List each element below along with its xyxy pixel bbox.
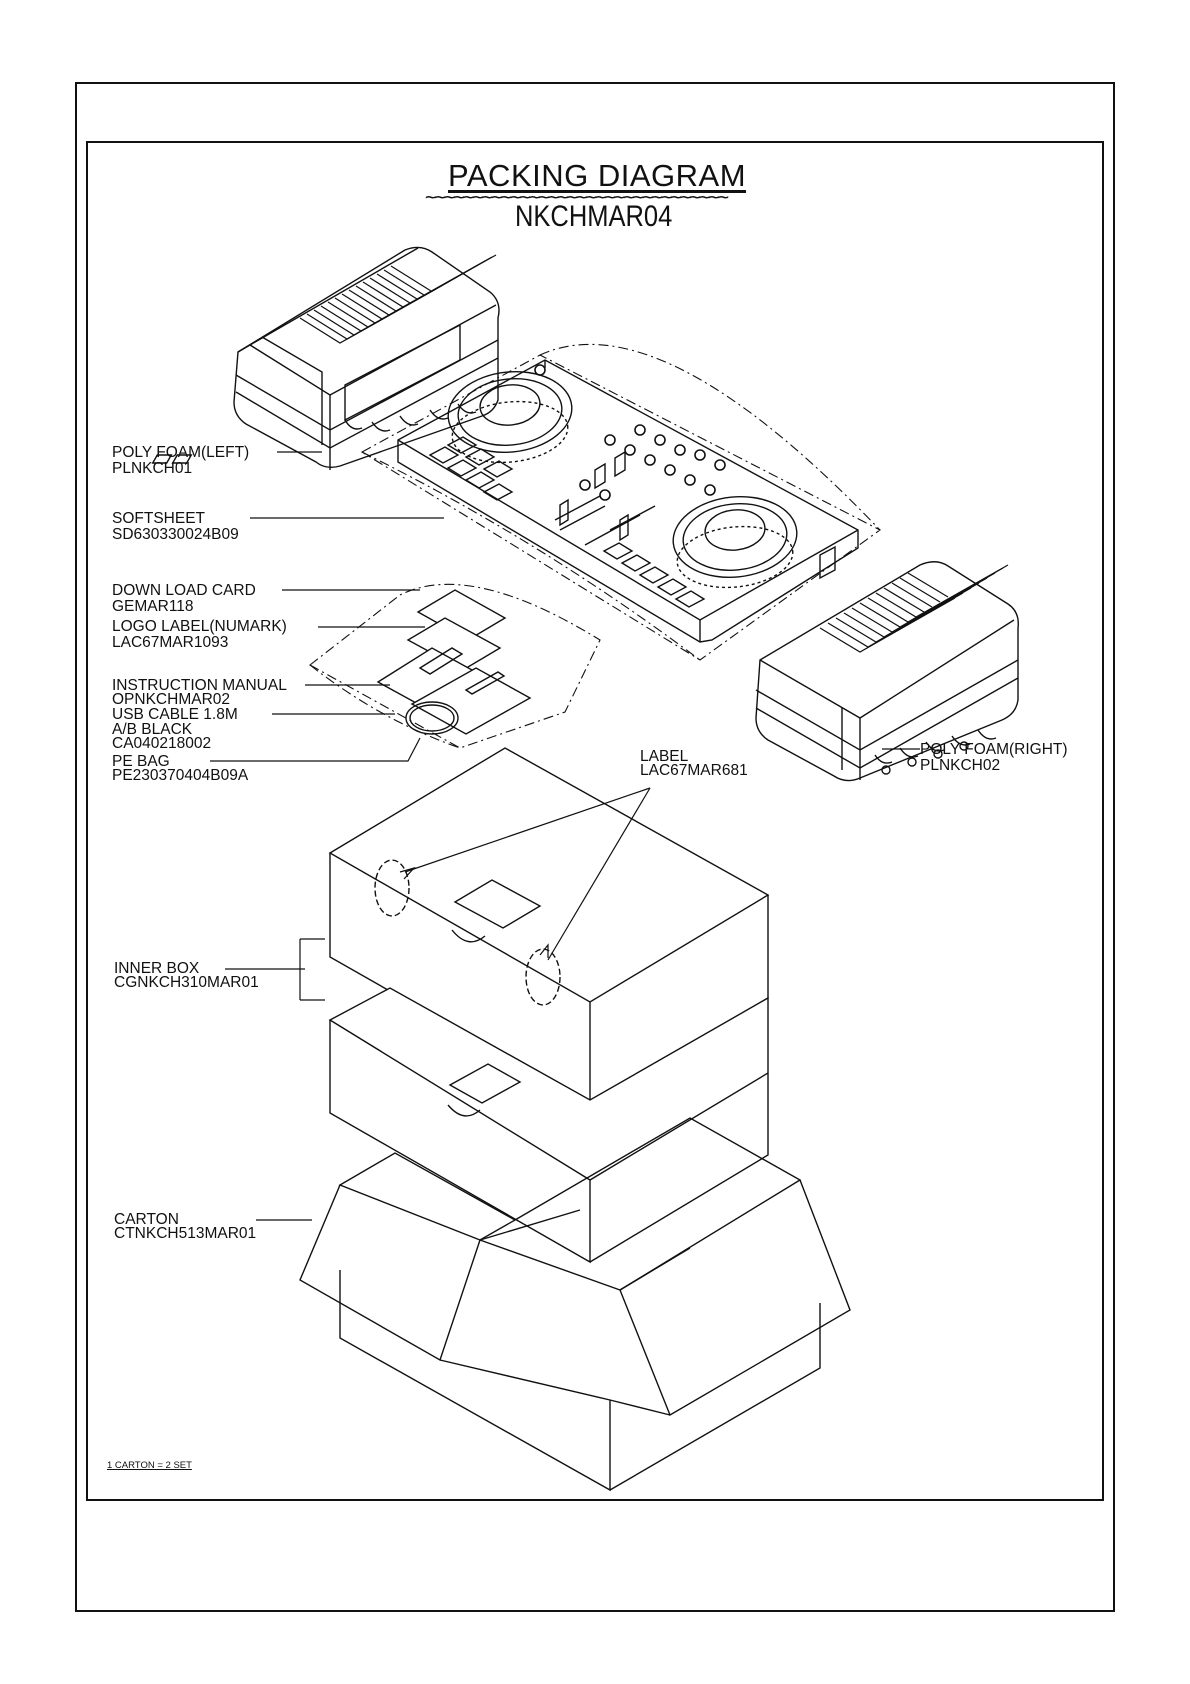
inner-box-lower <box>330 988 768 1262</box>
label-instruction-manual: INSTRUCTION MANUAL OPNKCHMAR02 <box>112 677 287 708</box>
part-name: SOFTSHEET <box>112 510 206 527</box>
label-softsheet: SOFTSHEET SD630330024B09 <box>112 511 239 543</box>
part-name: INNER BOX <box>114 960 200 977</box>
part-name: USB CABLE 1.8M <box>112 706 238 723</box>
page-border-outer <box>75 82 1115 1612</box>
part-desc: A/B BLACK <box>112 720 193 738</box>
part-code: PE230370404B09A <box>112 767 249 784</box>
part-name: DOWN LOAD CARD <box>112 582 256 599</box>
part-code: PLNKCH02 <box>920 757 1001 774</box>
carton-drawing <box>300 1118 850 1490</box>
title-wave-underline: ~~~~~~~~~~~~~~~~~~~~~~~~~~~~~~~~ <box>425 186 729 208</box>
label-carton: CARTON CTNKCH513MAR01 <box>114 1211 257 1242</box>
label-pe-bag: PE BAG PE230370404B09A <box>112 753 249 784</box>
model-number: NKCHMAR04 <box>515 200 673 233</box>
label-label: LABEL LAC67MAR681 <box>640 748 748 779</box>
part-code: PLNKCH01 <box>112 460 193 477</box>
drawing-border <box>86 141 1104 1501</box>
label-usb-cable: USB CABLE 1.8M A/B BLACK CA040218002 <box>112 706 238 752</box>
part-code: CTNKCH513MAR01 <box>114 1225 257 1242</box>
poly-foam-left-drawing <box>234 247 499 470</box>
part-code: CA040218002 <box>112 735 212 752</box>
diagram-title: PACKING DIAGRAM <box>448 158 747 193</box>
label-download-card: DOWN LOAD CARD GEMAR118 <box>112 583 256 615</box>
label-poly-foam-left: POLY FOAM(LEFT) PLNKCH01 <box>112 445 249 477</box>
part-name: POLY FOAM(RIGHT) <box>920 741 1068 758</box>
carton-quantity-note: 1 CARTON = 2 SET <box>107 1460 192 1471</box>
part-name: LOGO LABEL(NUMARK) <box>112 618 287 635</box>
label-logo-label: LOGO LABEL(NUMARK) LAC67MAR1093 <box>112 619 287 651</box>
part-code: LAC67MAR1093 <box>112 634 229 651</box>
part-code: OPNKCHMAR02 <box>112 691 230 708</box>
leader-lines <box>210 452 920 1220</box>
part-name: POLY FOAM(LEFT) <box>112 444 250 461</box>
part-code: LAC67MAR681 <box>640 762 748 779</box>
part-name: PE BAG <box>112 753 170 770</box>
dj-controller-drawing <box>153 360 858 642</box>
part-name: LABEL <box>640 748 689 765</box>
part-code: CGNKCH310MAR01 <box>114 974 259 991</box>
accessories-drawing <box>310 584 600 748</box>
label-poly-foam-right: POLY FOAM(RIGHT) PLNKCH02 <box>920 742 1068 774</box>
poly-foam-right-drawing <box>756 562 1018 781</box>
softsheet-outline <box>362 344 880 660</box>
part-code: GEMAR118 <box>112 598 194 615</box>
part-name: INSTRUCTION MANUAL <box>112 677 287 694</box>
part-name: CARTON <box>114 1211 179 1228</box>
part-code: SD630330024B09 <box>112 526 239 543</box>
label-inner-box: INNER BOX CGNKCH310MAR01 <box>114 960 259 991</box>
